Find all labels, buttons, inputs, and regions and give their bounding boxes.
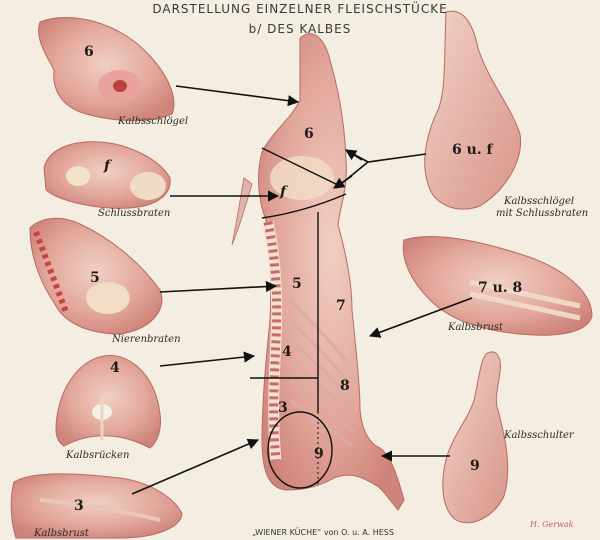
caption-nierenbraten: Nierenbraten [112, 334, 181, 345]
cut-line-rump [261, 193, 347, 219]
label-cut-3: 3 [74, 498, 84, 514]
carcass-label-9: 9 [314, 446, 324, 462]
carcass-label-4: 4 [282, 344, 292, 360]
cut-line-leg [261, 147, 341, 187]
label-cut-6uf: 6 u. f [452, 142, 493, 158]
cut-schlussbraten [43, 141, 171, 209]
cut-kalbsruecken [55, 355, 161, 449]
caption-kalbsruecken: Kalbsrücken [66, 450, 130, 461]
label-cut-4: 4 [110, 360, 120, 376]
label-cut-7u8: 7 u. 8 [478, 280, 523, 296]
artist-signature: H. Gerwak [530, 520, 574, 529]
footer-credit: „WIENER KÜCHE“ von O. u. A. HESS [252, 528, 394, 537]
carcass-label-7: 7 [336, 298, 346, 314]
ribs [288, 298, 356, 448]
arrow-nierenbraten [159, 280, 278, 293]
caption-schloegel-mit-1: Kalbsschlögel [504, 196, 575, 207]
caption-schloegel-mit-2: mit Schlussbraten [496, 208, 589, 219]
carcass-label-5: 5 [292, 276, 302, 292]
cut-nierenbraten [29, 217, 163, 335]
poster-title: DARSTELLUNG EINZELNER FLEISCHSTÜCKE [152, 2, 448, 16]
shoulder-circle [267, 411, 333, 489]
label-cut-9: 9 [470, 458, 480, 474]
cut-schloegel-mit-schlussbraten [424, 10, 522, 210]
caption-bottom-left: Kalbsbrust [34, 528, 89, 539]
carcass-label-3: 3 [278, 400, 288, 416]
cut-bottom-left [10, 473, 183, 539]
carcass-label-8: 8 [340, 378, 350, 394]
arrow-kalbsbrust [368, 297, 473, 338]
tail [231, 177, 253, 246]
caption-kalbsschloegel: Kalbsschlögel [118, 116, 189, 127]
arrow-kalbsschloegel [175, 85, 300, 107]
caption-kalbsschulter: Kalbsschulter [504, 430, 574, 441]
cut-kalbsbrust [402, 235, 593, 336]
arrows [131, 85, 473, 495]
caption-kalbsbrust: Kalbsbrust [448, 322, 503, 333]
arrow-kalbsruecken [159, 351, 256, 367]
label-cut-f: f [104, 158, 111, 174]
spine-segments [263, 221, 282, 461]
caption-schlussbraten: Schlussbraten [98, 208, 171, 219]
arrow-bottom-left [131, 438, 260, 495]
label-cut-5: 5 [90, 270, 100, 286]
carcass-label-f: f [280, 184, 287, 200]
kidney-fat [270, 156, 334, 200]
cut-kalbsschulter [442, 351, 509, 524]
arrow-schloegel-fork [335, 149, 427, 189]
cut-kalbsschloegel [38, 16, 175, 121]
carcass-label-6: 6 [304, 126, 314, 142]
label-cut-6: 6 [84, 44, 94, 60]
poster-subtitle: b/ DES KALBES [248, 22, 352, 36]
carcass-half [231, 33, 405, 511]
